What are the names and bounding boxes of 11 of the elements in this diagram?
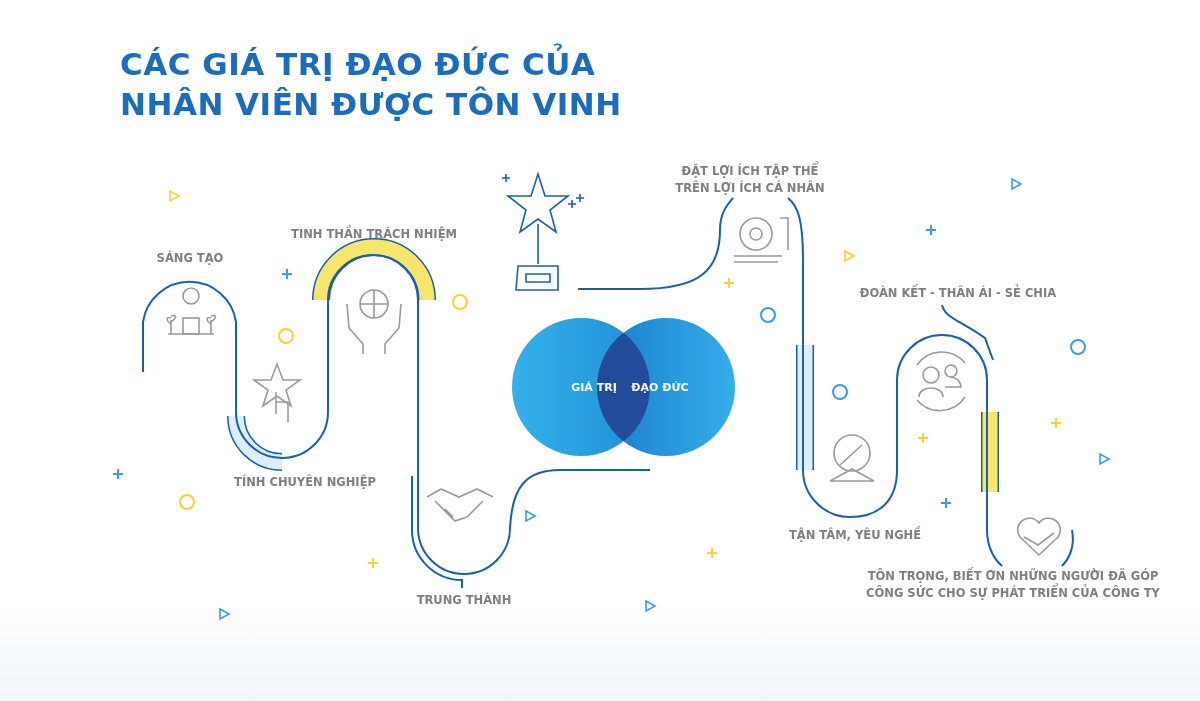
value-label: TÍNH CHUYÊN NGHIỆP — [233, 474, 377, 491]
title: CÁC GIÁ TRỊ ĐẠO ĐỨC CỦA NHÂN VIÊN ĐƯỢC TÔN VINH — [120, 44, 660, 124]
value-label: TÔN TRỌNG, BIẾT ƠN NHỮNG NGƯỜI ĐÃ GÓP CÔNG SỨC CHO SỰ PHÁT TRIỂN CỦA CÔNG TY — [865, 568, 1161, 602]
value-label: ĐOÀN KẾT - THÂN ÁI - SẺ CHIA — [858, 285, 1058, 302]
value-label: ĐẶT LỢI ÍCH TẬP THỂ TRÊN LỢI ÍCH CÁ NHÂN — [665, 163, 835, 197]
value-label: SÁNG TẠO — [155, 250, 225, 267]
circle-label: ĐẠO ĐỨC — [631, 380, 689, 396]
value-label: TRUNG THÀNH — [415, 592, 513, 609]
circle-label: GIÁ TRỊ — [571, 380, 617, 396]
value-label: TINH THẦN TRÁCH NHIỆM — [274, 226, 474, 243]
value-label: TẬN TÂM, YÊU NGHỀ — [775, 527, 935, 544]
